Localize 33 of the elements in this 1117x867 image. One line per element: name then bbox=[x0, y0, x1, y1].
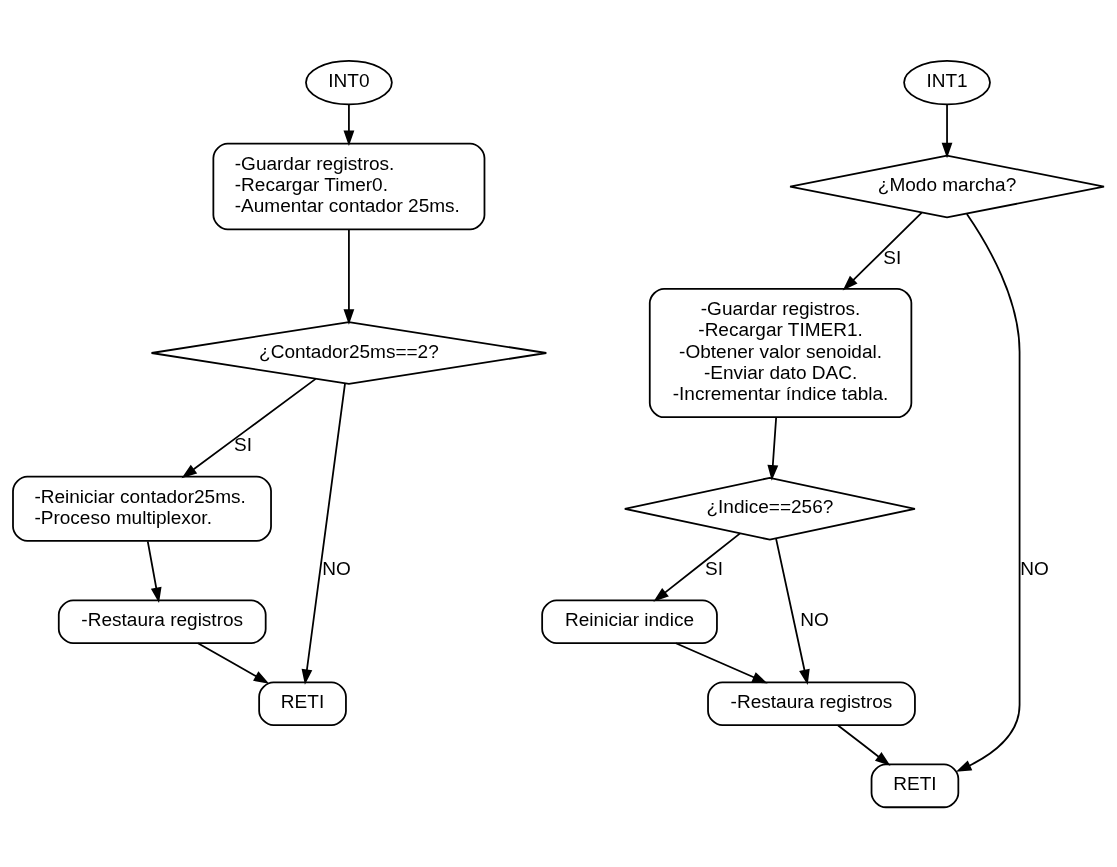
edge-label: SI bbox=[704, 557, 723, 579]
node-box: -Reiniciar contador25ms. -Proceso multiplexor. bbox=[12, 475, 272, 542]
node-box: -Guardar registros. -Recargar TIMER1. -Obtener valor senoidal. -Enviar dato DAC. -Incrementar índice tabla. bbox=[648, 287, 913, 418]
node-box: Reiniciar indice bbox=[541, 598, 718, 644]
arrow bbox=[675, 641, 768, 683]
arrow bbox=[842, 211, 923, 291]
node-ellipse: INT1 bbox=[903, 59, 991, 105]
edge-label: SI bbox=[883, 246, 902, 268]
node-diamond: ¿Contador25ms==2? bbox=[150, 320, 548, 385]
edge-label: NO bbox=[800, 608, 829, 630]
arrow bbox=[301, 382, 346, 685]
node-box: -Guardar registros. -Recargar Timer0. -Aumentar contador 25ms. bbox=[212, 142, 486, 230]
node-ellipse: INT0 bbox=[305, 59, 393, 105]
arrow bbox=[653, 532, 741, 602]
arrow bbox=[767, 416, 779, 481]
node-box: -Restaura registros bbox=[57, 598, 267, 644]
node-diamond: ¿Modo marcha? bbox=[789, 154, 1105, 218]
arrow bbox=[941, 103, 953, 158]
edge-label: NO bbox=[322, 557, 351, 579]
arrow bbox=[197, 641, 270, 684]
arrow bbox=[181, 377, 317, 478]
edge-label: SI bbox=[234, 433, 253, 455]
edge-label: NO bbox=[1020, 557, 1049, 579]
node-box: RETI bbox=[258, 681, 347, 726]
node-diamond: ¿Indice==256? bbox=[623, 476, 916, 541]
arrow bbox=[146, 539, 162, 603]
node-box: RETI bbox=[870, 763, 960, 808]
arrow bbox=[775, 537, 810, 685]
arrow bbox=[343, 228, 355, 325]
arrow bbox=[955, 212, 1021, 772]
node-box: -Restaura registros bbox=[707, 681, 916, 726]
arrow bbox=[343, 103, 355, 146]
arrow bbox=[837, 724, 891, 766]
